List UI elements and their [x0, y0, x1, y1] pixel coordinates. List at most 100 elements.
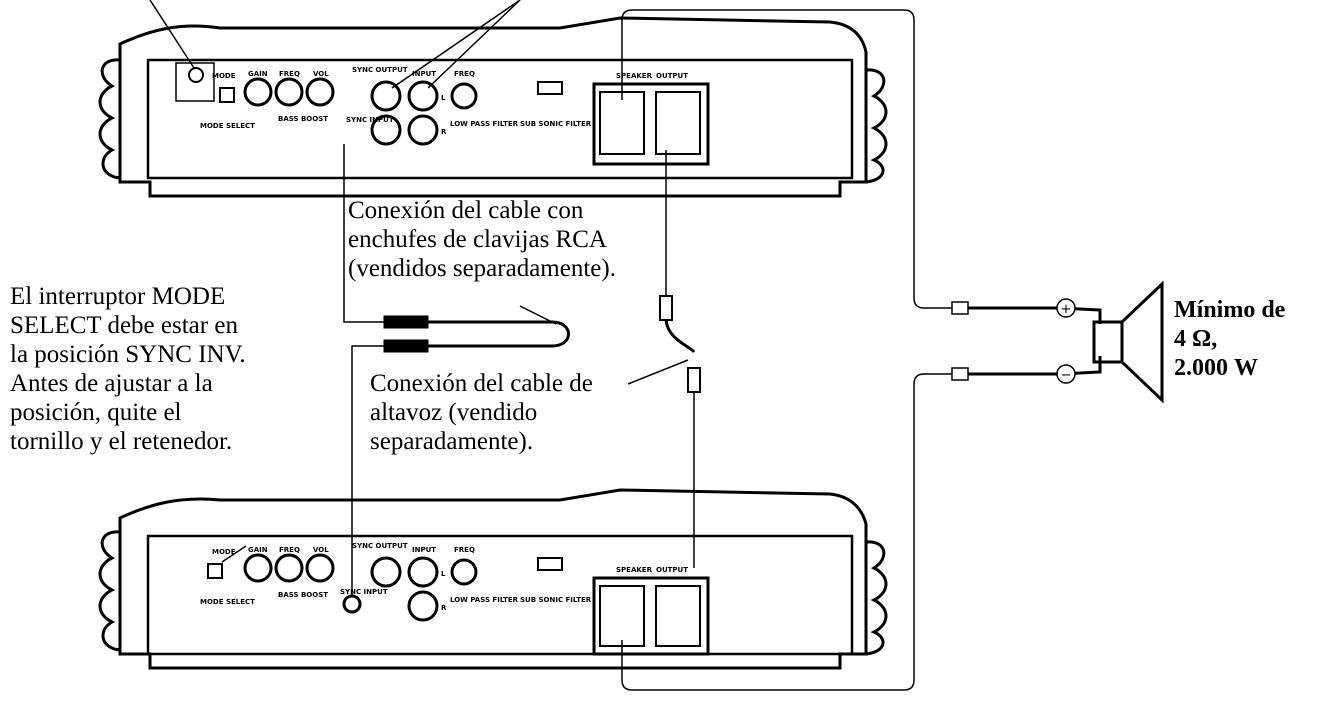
bottom-label-input: INPUT	[412, 546, 436, 554]
top-label-speaker: SPEAKER	[616, 72, 653, 80]
bottom-vol-knob	[305, 553, 335, 583]
bottom-label-low-pass-filter: LOW PASS FILTER	[450, 596, 519, 604]
bottom-input-r-jack	[407, 590, 439, 622]
top-amplifier-heatsink	[118, 16, 868, 198]
top-label-mode: MODE	[212, 72, 236, 80]
spade-plus	[951, 301, 969, 315]
caption-rca-cable: Conexión del cable con enchufes de clavi…	[348, 197, 616, 282]
minus-terminal-label: −	[1061, 368, 1072, 383]
top-speaker-terminal-minus	[655, 91, 701, 155]
bottom-label-sync-output: SYNC OUTPUT	[352, 542, 408, 550]
top-label-ch-r: R	[441, 128, 447, 136]
bottom-freq-knob	[274, 553, 304, 583]
caption-mode-select: El interruptor MODE SELECT debe estar en…	[10, 283, 246, 455]
rca-plug-lower	[383, 339, 429, 353]
top-lpf-knob	[450, 82, 478, 110]
bottom-label-mode: MODE	[212, 548, 236, 556]
leader-lines	[149, 0, 521, 563]
bottom-gain-knob	[243, 553, 273, 583]
minus-terminal-icon	[1056, 364, 1076, 384]
bottom-amplifier-panel	[146, 534, 854, 656]
bottom-amplifier-left-fins	[98, 530, 121, 652]
bottom-speaker-terminal-plus	[599, 585, 645, 647]
bottom-amplifier-heatsink	[118, 488, 868, 670]
leader-mode-select	[221, 545, 247, 563]
top-sync-output-jack	[370, 80, 402, 112]
top-amplifier-right-fins	[865, 68, 888, 184]
top-label-lpf-freq: FREQ	[454, 70, 475, 78]
top-vol-knob	[305, 77, 335, 107]
speaker-wires	[621, 9, 1102, 691]
top-label-vol: VOL	[313, 70, 329, 78]
rca-plug-upper	[383, 315, 429, 329]
top-amplifier-left-fins	[98, 58, 121, 180]
top-screw-plate	[175, 62, 215, 102]
speaker-spec-label: Mínimo de 4 Ω, 2.000 W	[1174, 297, 1286, 381]
bottom-lpf-knob	[450, 558, 478, 586]
bottom-label-sub-sonic-filter: SUB SONIC FILTER	[520, 596, 592, 604]
leader-input	[427, 0, 521, 89]
top-label-mode-select: MODE SELECT	[200, 122, 255, 130]
bottom-label-bass-boost: BASS BOOST	[278, 591, 328, 599]
top-panel-labels: MODE MODE SELECT GAIN FREQ VOL BASS BOOS…	[200, 66, 688, 136]
top-label-input: INPUT	[412, 70, 436, 78]
top-input-r-jack	[407, 114, 439, 146]
rca-cable-loop	[428, 320, 570, 348]
bottom-label-mode-select: MODE SELECT	[200, 598, 255, 606]
top-screw	[188, 67, 204, 83]
bottom-amplifier	[98, 488, 888, 670]
bottom-label-output: OUTPUT	[656, 566, 688, 574]
top-label-ch-l: L	[441, 94, 446, 102]
top-label-sub-sonic-filter: SUB SONIC FILTER	[520, 120, 592, 128]
speaker-caption-leader	[627, 359, 689, 385]
plus-terminal-icon	[1056, 298, 1076, 318]
rca-cable-lower	[351, 345, 384, 596]
top-freq-knob	[274, 77, 304, 107]
leader-sync-output	[391, 0, 521, 89]
speaker-plug-bottom	[687, 367, 701, 393]
top-mode-select-switch	[219, 87, 235, 103]
wire-top-to-speaker	[621, 9, 952, 309]
top-label-bass-boost: BASS BOOST	[278, 115, 328, 123]
leader-screw	[149, 0, 195, 69]
bottom-mode-select-switch	[207, 563, 223, 579]
top-sync-input-jack	[370, 114, 402, 146]
bottom-speaker-terminal-minus	[655, 585, 701, 647]
top-speaker-terminal-plus	[599, 91, 645, 155]
speaker-magnet	[1092, 320, 1124, 364]
top-amplifier-panel	[146, 58, 854, 180]
bottom-label-gain: GAIN	[248, 546, 268, 554]
top-label-low-pass-filter: LOW PASS FILTER	[450, 120, 519, 128]
bottom-label-ch-l: L	[441, 570, 446, 578]
top-amplifier	[98, 16, 888, 198]
wire-minus-lead	[968, 356, 1102, 376]
bottom-label-vol: VOL	[313, 546, 329, 554]
bottom-speaker-terminal-block	[592, 576, 710, 656]
bottom-label-freq: FREQ	[279, 546, 300, 554]
speaker: + −	[1056, 280, 1164, 404]
speaker-cone-icon	[1120, 280, 1164, 404]
top-subsonic-switch	[537, 81, 563, 95]
caption-speaker-cable: Conexión del cable de altavoz (vendido s…	[370, 370, 593, 455]
speaker-cable-curve	[664, 319, 696, 354]
top-input-l-jack	[407, 80, 439, 112]
plus-terminal-label: +	[1061, 302, 1072, 317]
wire-plus-lead	[968, 306, 1102, 324]
rca-cable	[343, 144, 570, 596]
rca-caption-leader	[519, 305, 557, 325]
bottom-label-speaker: SPEAKER	[616, 566, 653, 574]
spade-minus	[951, 367, 969, 381]
bottom-sync-input-jack	[342, 594, 362, 614]
top-gain-knob	[243, 77, 273, 107]
bottom-amplifier-right-fins	[865, 540, 888, 656]
top-label-output: OUTPUT	[656, 72, 688, 80]
top-label-sync-input: SYNC INPUT	[346, 116, 394, 124]
rca-cable-upper	[343, 144, 384, 323]
speaker-plug-top	[659, 295, 673, 321]
bottom-panel-labels: MODE MODE SELECT GAIN FREQ VOL BASS BOOS…	[200, 542, 688, 612]
top-label-sync-output: SYNC OUTPUT	[352, 66, 408, 74]
speaker-cable-bridge	[627, 150, 701, 568]
top-label-gain: GAIN	[248, 70, 268, 78]
